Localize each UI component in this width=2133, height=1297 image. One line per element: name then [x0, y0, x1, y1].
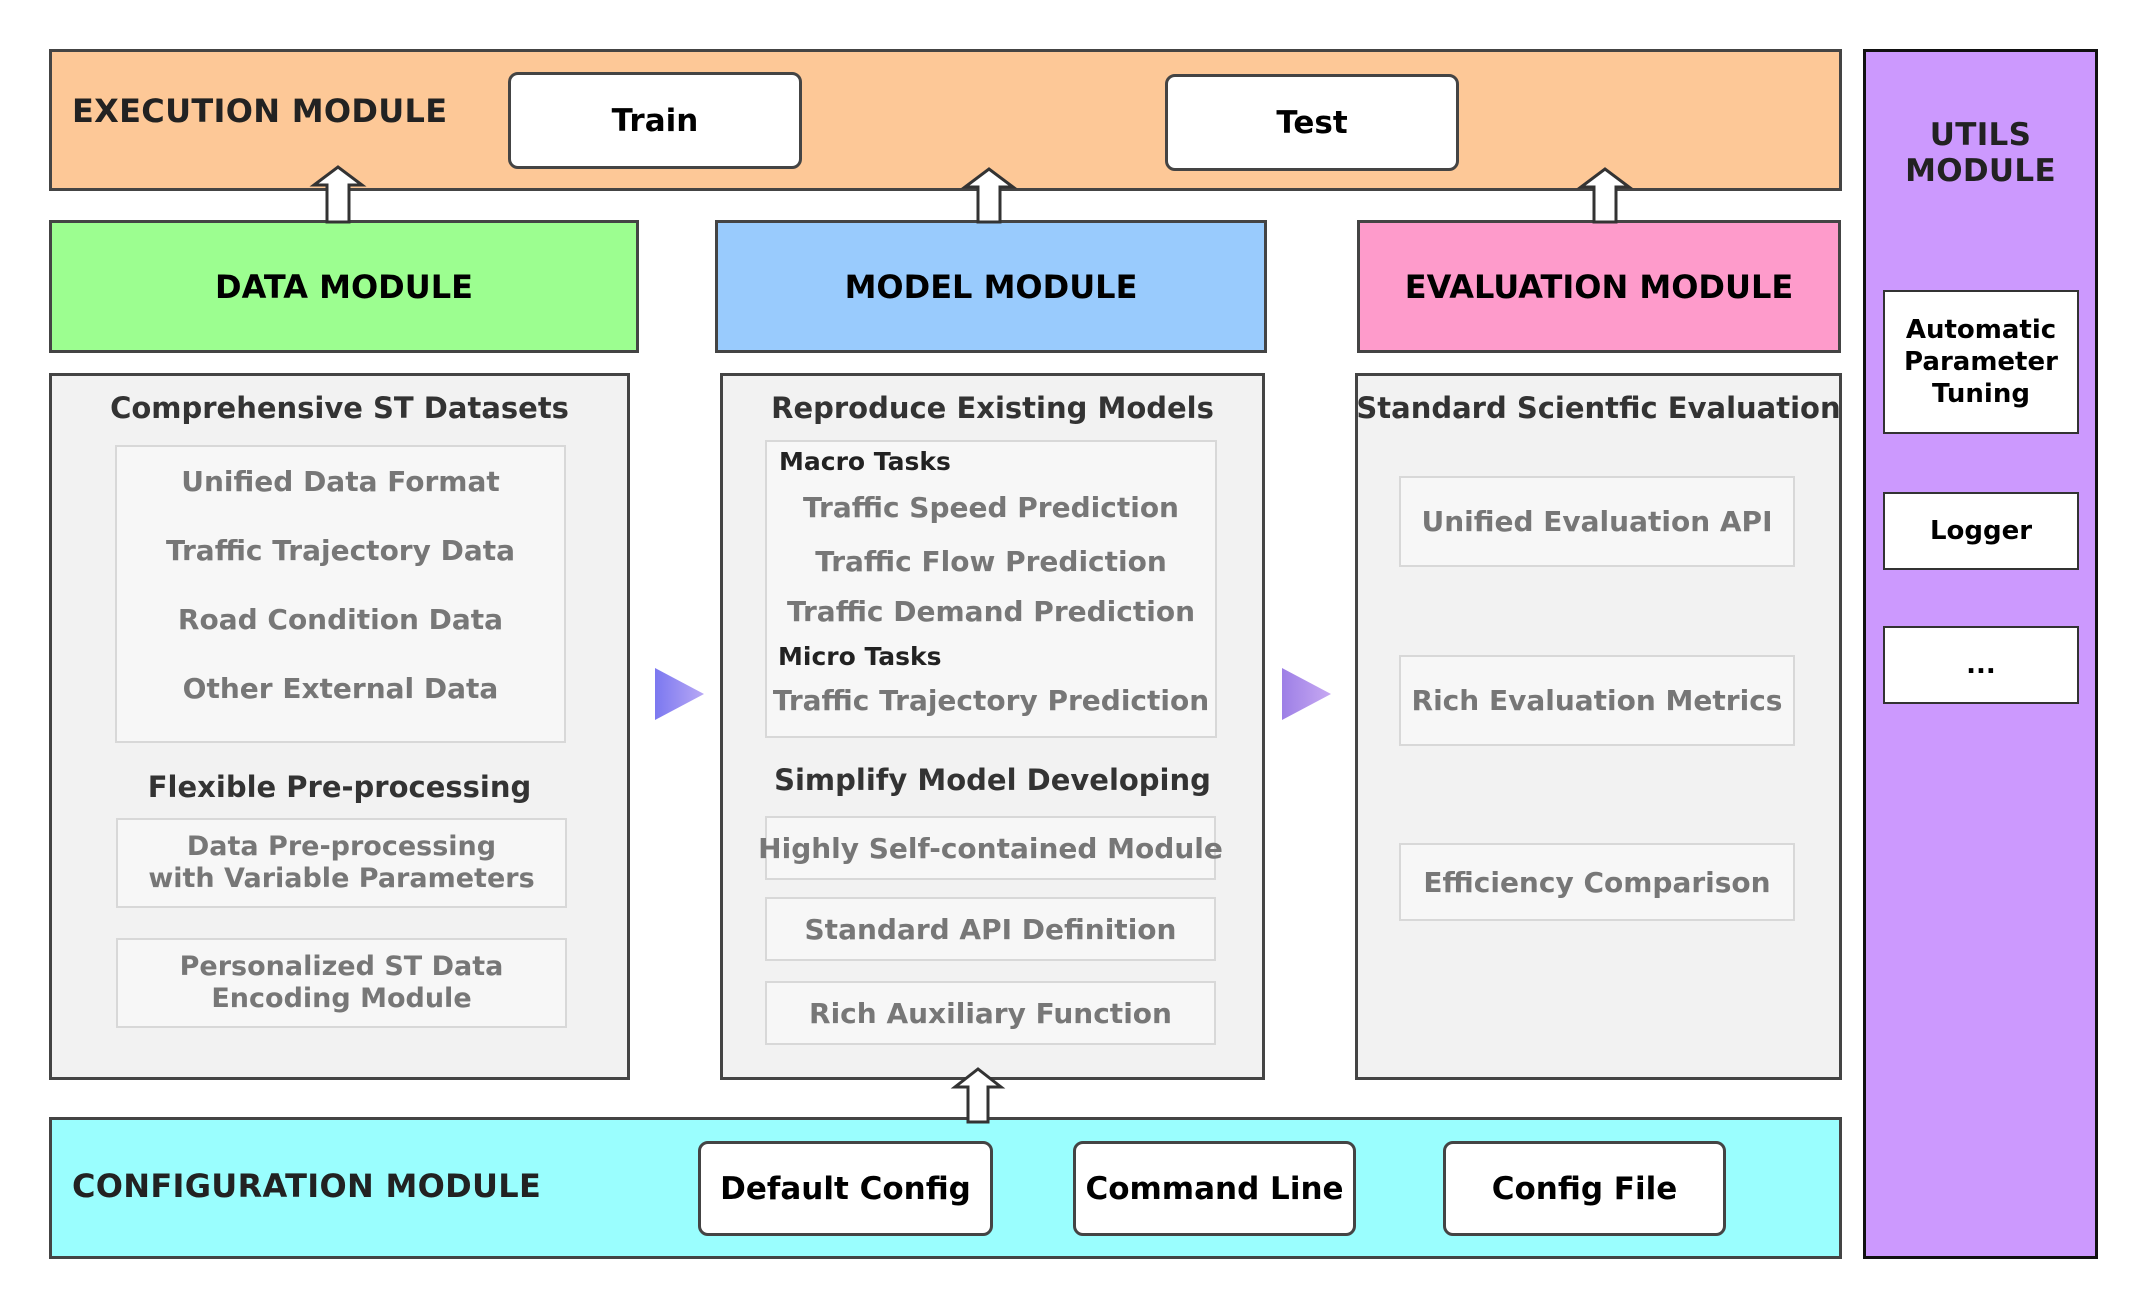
efficiency-comparison-box: Efficiency Comparison	[1399, 843, 1795, 921]
execution-module-title: EXECUTION MODULE	[72, 92, 448, 130]
standard-api-box: Standard API Definition	[765, 897, 1216, 961]
up-arrow-icon	[950, 1067, 1006, 1124]
simplify-model-title: Simplify Model Developing	[774, 763, 1211, 797]
self-contained-module-box: Highly Self-contained Module	[758, 816, 1223, 880]
up-arrow-icon	[1576, 167, 1634, 224]
list-item: Traffic Flow Prediction	[815, 544, 1167, 578]
box-line: Data Pre-processing	[186, 831, 497, 862]
list-item: Other External Data	[182, 671, 499, 705]
execution-module: EXECUTION MODULE Train Test	[49, 49, 1842, 191]
data-module-header: DATA MODULE	[49, 220, 639, 353]
list-item: Unified Data Format	[181, 464, 500, 498]
box-line: Personalized ST Data	[179, 951, 504, 982]
box-label: Efficiency Comparison	[1423, 865, 1771, 899]
box-line: Automatic	[1905, 315, 2057, 345]
box-line: Tuning	[1932, 379, 2030, 409]
up-arrow-icon	[309, 165, 367, 224]
flow-arrow-icon	[1282, 668, 1331, 720]
unified-evaluation-api-box: Unified Evaluation API	[1399, 476, 1795, 567]
utils-title-line: MODULE	[1905, 153, 2056, 189]
list-item: Traffic Trajectory Prediction	[772, 683, 1210, 717]
list-item: Traffic Demand Prediction	[786, 594, 1196, 628]
box-label: Rich Auxiliary Function	[809, 996, 1172, 1030]
box-line: Parameter	[1904, 347, 2058, 377]
flexible-preprocessing-title: Flexible Pre-processing	[147, 770, 532, 804]
utils-module-title: UTILS MODULE	[1866, 117, 2095, 189]
box-line: Encoding Module	[211, 983, 472, 1014]
flow-arrow-icon	[655, 668, 704, 720]
macro-tasks-label: Macro Tasks	[779, 447, 951, 476]
up-arrow-icon	[960, 167, 1018, 224]
model-module-panel: Reproduce Existing Models Macro Tasks Tr…	[720, 373, 1265, 1080]
test-button[interactable]: Test	[1165, 74, 1459, 171]
automatic-parameter-tuning-box[interactable]: Automatic Parameter Tuning	[1883, 290, 2079, 434]
evaluation-module-header: EVALUATION MODULE	[1357, 220, 1841, 353]
config-file-button[interactable]: Config File	[1443, 1141, 1726, 1236]
more-utils-box[interactable]: ...	[1883, 626, 2079, 704]
comprehensive-datasets-title: Comprehensive ST Datasets	[110, 391, 569, 425]
default-config-button[interactable]: Default Config	[698, 1141, 993, 1236]
logger-box[interactable]: Logger	[1883, 492, 2079, 570]
configuration-module-title: CONFIGURATION MODULE	[72, 1167, 542, 1205]
standard-evaluation-title: Standard Scientfic Evaluation	[1356, 391, 1841, 425]
data-preprocessing-box: Data Pre-processing with Variable Parame…	[116, 818, 567, 908]
box-label: Rich Evaluation Metrics	[1411, 684, 1783, 717]
rich-evaluation-metrics-box: Rich Evaluation Metrics	[1399, 655, 1795, 746]
evaluation-module-panel: Standard Scientfic Evaluation Unified Ev…	[1355, 373, 1842, 1080]
auxiliary-function-box: Rich Auxiliary Function	[765, 981, 1216, 1045]
data-module-panel: Comprehensive ST Datasets Unified Data F…	[49, 373, 630, 1080]
box-line: with Variable Parameters	[148, 863, 535, 894]
st-encoding-box: Personalized ST Data Encoding Module	[116, 938, 567, 1028]
command-line-button[interactable]: Command Line	[1073, 1141, 1356, 1236]
utils-module: UTILS MODULE Automatic Parameter Tuning …	[1863, 49, 2098, 1259]
utils-title-line: UTILS	[1929, 117, 2032, 153]
reproduce-models-title: Reproduce Existing Models	[771, 391, 1214, 425]
train-button[interactable]: Train	[508, 72, 802, 169]
list-item: Traffic Trajectory Data	[165, 533, 516, 567]
datasets-list-box: Unified Data Format Traffic Trajectory D…	[115, 445, 566, 743]
list-item: Road Condition Data	[177, 602, 504, 636]
box-label: Standard API Definition	[804, 912, 1177, 946]
box-label: Unified Evaluation API	[1421, 505, 1773, 538]
box-label: Highly Self-contained Module	[758, 831, 1223, 865]
tasks-list-box: Macro Tasks Traffic Speed Prediction Tra…	[765, 440, 1217, 738]
list-item: Traffic Speed Prediction	[803, 490, 1179, 524]
micro-tasks-label: Micro Tasks	[778, 642, 942, 671]
configuration-module: CONFIGURATION MODULE Default Config Comm…	[49, 1117, 1842, 1259]
